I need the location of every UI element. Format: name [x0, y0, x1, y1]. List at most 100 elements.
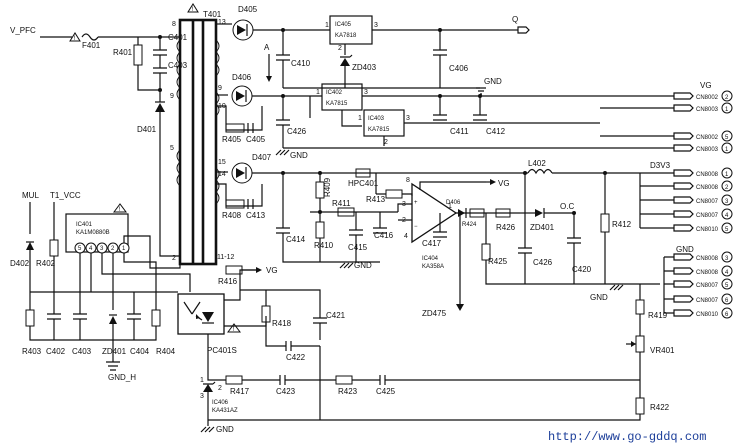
t401-pin-9-left: 9: [170, 93, 174, 100]
ic405-regulator[interactable]: IC405 KA7818 1 3 2: [325, 15, 378, 52]
svg-text:D407: D407: [252, 153, 272, 162]
svg-text:R412: R412: [612, 220, 632, 229]
svg-text:C417: C417: [422, 239, 442, 248]
gnd-connector-label: GND: [676, 245, 694, 254]
svg-text:IC404: IC404: [422, 256, 439, 262]
zener-zd475: ZD475: [422, 252, 464, 318]
ic404-opamp[interactable]: 8 3 2 1 4 + − IC404 KA358A: [402, 177, 458, 270]
v-pfc-label: V_PFC: [10, 26, 36, 35]
ic406-shunt-regulator[interactable]: IC406 KA431AZ 1 2 3: [200, 377, 238, 414]
connector-gnd-2[interactable]: CN8008 4: [673, 265, 733, 277]
q-output-label: Q: [512, 15, 518, 24]
t401-pin-2: 2: [172, 255, 176, 262]
svg-text:CN8007: CN8007: [696, 283, 719, 289]
svg-text:IC406: IC406: [212, 400, 229, 406]
svg-text:IC403: IC403: [368, 116, 385, 122]
svg-text:R402: R402: [36, 259, 56, 268]
connector-gnd-5[interactable]: CN8010 6: [673, 307, 733, 319]
vr401[interactable]: VR401: [626, 335, 675, 355]
zener-zd401: ZD401: [102, 314, 127, 356]
t401-pin-14: 14: [218, 171, 226, 178]
connector-gnd-3[interactable]: CN8007 5: [673, 278, 733, 290]
svg-text:1: 1: [448, 203, 452, 210]
svg-text:R419: R419: [648, 311, 668, 320]
svg-text:C423: C423: [276, 387, 296, 396]
svg-text:IC402: IC402: [326, 90, 343, 96]
connector-3v3-4[interactable]: CN8007 4: [660, 208, 733, 220]
svg-text:5: 5: [725, 135, 729, 141]
svg-text:R425: R425: [488, 257, 508, 266]
connector-mid-2[interactable]: CN8003 1: [660, 142, 733, 154]
connector-mid-1[interactable]: CN8002 5: [660, 130, 733, 142]
svg-text:L402: L402: [528, 159, 546, 168]
resistor-r423: R422: [635, 397, 670, 415]
oc-label: O.C: [560, 202, 574, 211]
capacitor-c414: C415: [348, 229, 368, 252]
fuse-f401-label: F401: [82, 41, 101, 50]
svg-text:C416: C416: [374, 231, 394, 240]
svg-text:IC405: IC405: [335, 22, 352, 28]
svg-text:GND: GND: [290, 151, 308, 160]
svg-text:KA7815: KA7815: [368, 127, 390, 133]
svg-text:R413: R413: [366, 195, 386, 204]
connector-3v3-1[interactable]: CN8008 1: [660, 167, 733, 179]
svg-text:CN8007: CN8007: [696, 199, 719, 205]
connector-gnd-4[interactable]: CN8007 6: [673, 293, 733, 305]
t401-pin-9: 9: [218, 85, 222, 92]
svg-text:CN8010: CN8010: [696, 227, 719, 233]
transformer-t401[interactable]: 8 13 9 9 10 15 14 5 2 11-12 T401 !: [170, 3, 234, 266]
svg-text:3: 3: [725, 256, 729, 262]
connector-top-1[interactable]: CN8002 2: [660, 90, 733, 102]
svg-text:R409: R409: [323, 177, 332, 197]
svg-text:C403: C403: [72, 347, 92, 356]
svg-text:R422: R422: [650, 403, 670, 412]
svg-text:ZD403: ZD403: [352, 63, 377, 72]
svg-text:C412: C412: [486, 127, 506, 136]
capacitor-c405: C405: [246, 123, 266, 144]
svg-text:5: 5: [78, 246, 82, 252]
t401-pin-8: 8: [172, 21, 176, 28]
svg-text:C426: C426: [533, 258, 553, 267]
svg-text:5: 5: [725, 283, 729, 289]
svg-text:4: 4: [89, 246, 93, 252]
svg-text:C411: C411: [450, 127, 469, 136]
resistor-r424: R424: [462, 208, 485, 228]
svg-text:2: 2: [725, 95, 729, 101]
svg-text:3: 3: [100, 246, 104, 252]
capacitor-c417: C420: [567, 237, 592, 274]
capacitor-c403-top: C403: [153, 61, 188, 74]
connector-3v3-2[interactable]: CN8008 2: [660, 180, 733, 192]
svg-text:1: 1: [122, 246, 126, 252]
capacitor-c416: C417: [422, 231, 447, 248]
capacitor-c415: C416: [373, 227, 394, 240]
t401-label: T401: [203, 10, 222, 19]
svg-text:3: 3: [200, 393, 204, 400]
gnd-symbol-mid: GND: [275, 149, 308, 160]
svg-text:R426: R426: [496, 223, 516, 232]
svg-text:C422: C422: [286, 353, 306, 362]
connector-top-2[interactable]: CN8003 1: [660, 102, 733, 114]
opto-warning-mark: !: [233, 327, 235, 333]
resistor-r405: R405: [222, 123, 245, 144]
svg-text:C420: C420: [572, 265, 592, 274]
svg-text:3: 3: [374, 22, 378, 29]
connector-3v3-5[interactable]: CN8010 5: [660, 222, 733, 234]
connector-3v3-3[interactable]: CN8007 3: [660, 194, 733, 206]
capacitor-c403: C403: [72, 313, 92, 356]
capacitor-c426: C426: [518, 247, 553, 267]
gnd-symbol-3v3: GND: [590, 284, 624, 302]
optocoupler-pc401s[interactable]: ! PC401S: [177, 293, 241, 355]
q-output-terminal[interactable]: Q: [510, 15, 530, 34]
svg-text:1: 1: [200, 377, 204, 384]
resistor-r401: R401: [113, 44, 143, 66]
svg-text:C406: C406: [449, 64, 469, 73]
svg-text:GND_H: GND_H: [108, 373, 136, 382]
svg-text:CN8008: CN8008: [696, 185, 719, 191]
connector-gnd-1[interactable]: CN8008 3: [673, 251, 733, 263]
svg-text:IC401: IC401: [76, 222, 93, 228]
ic401-controller[interactable]: IC401 KA1M0880B ! 5 4 3 2 1: [65, 203, 130, 254]
svg-text:KA7815: KA7815: [326, 101, 348, 107]
svg-text:1: 1: [725, 107, 729, 113]
svg-text:ZD401: ZD401: [102, 347, 127, 356]
mul-label: MUL: [22, 191, 39, 200]
